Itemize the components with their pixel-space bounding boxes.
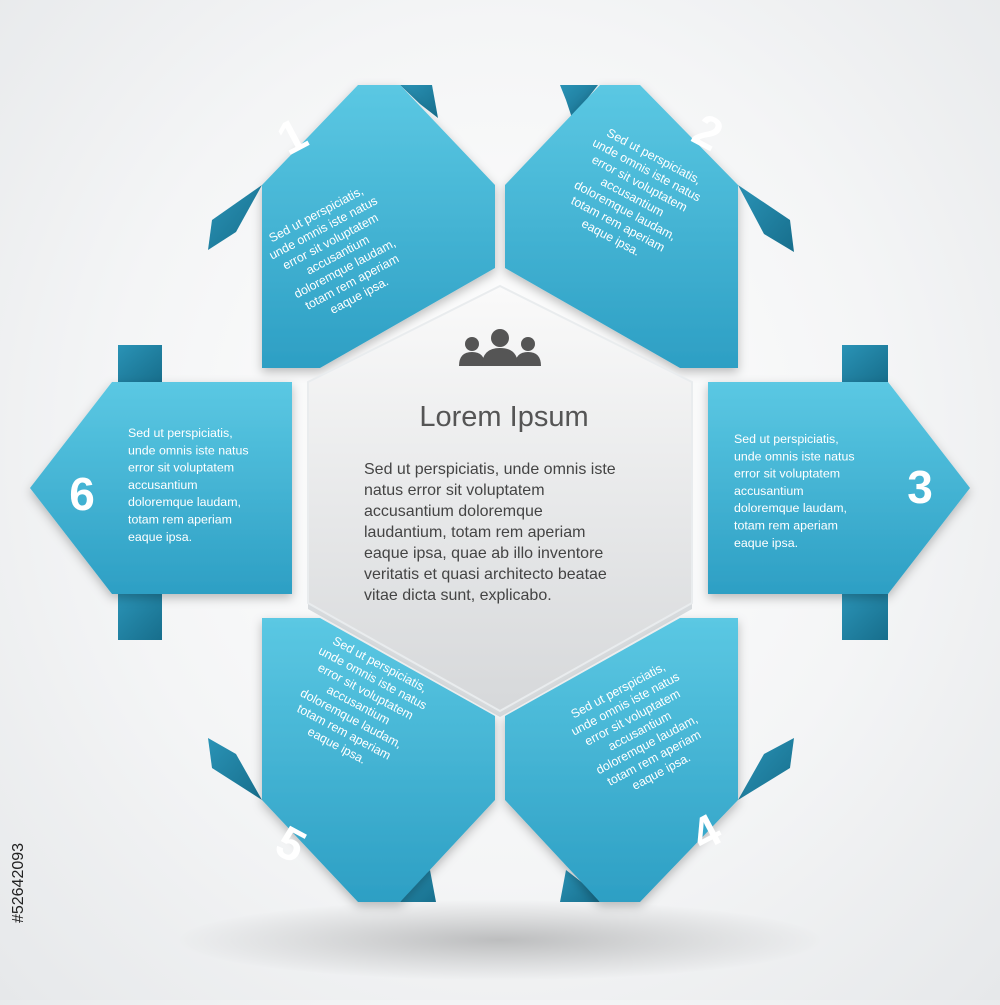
center-body-line: Sed ut perspiciatis, unde omnis iste: [364, 461, 616, 478]
tile-text-line: doloremque laudam,: [128, 495, 241, 509]
tile-fold-tab: [118, 594, 162, 640]
tile-text-line: error sit voluptatem: [128, 461, 234, 475]
center-title: Lorem Ipsum: [419, 401, 588, 433]
tile-fold-tab: [738, 738, 794, 800]
tile-shape: [262, 618, 495, 902]
tile-text-line: accusantium: [128, 478, 198, 492]
tile-text-line: doloremque laudam,: [734, 501, 847, 515]
watermark: #52642093: [4, 768, 34, 998]
tile-fold-tab: [400, 870, 436, 902]
tile-fold-tab: [560, 85, 598, 118]
tile-fold-tab: [842, 345, 888, 382]
center-body-line: natus error sit voluptatem: [364, 482, 545, 499]
tile-fold-tab: [738, 185, 794, 252]
tile-fold-tab: [842, 594, 888, 640]
tile-fold-tab: [208, 738, 262, 800]
tile-shape: [505, 618, 738, 902]
tile-text-line: unde omnis iste natus: [128, 443, 249, 457]
tile-fold-tab: [118, 345, 162, 382]
tile-shape: [262, 85, 495, 368]
step-tile-1: Sed ut perspiciatis,unde omnis iste natu…: [208, 85, 495, 368]
center-hexagon-shape: [307, 284, 693, 713]
step-tile-2: Sed ut perspiciatis,unde omnis iste natu…: [505, 85, 794, 368]
tile-text-line: error sit voluptatem: [734, 467, 840, 481]
tile-number: 1: [268, 107, 315, 165]
people-group-icon: [459, 329, 541, 366]
tile-number: 2: [684, 103, 731, 161]
step-tile-3: Sed ut perspiciatis, unde omnis iste natu…: [708, 345, 970, 640]
watermark-text: #52642093: [10, 842, 27, 924]
ground-shadow: [180, 900, 820, 980]
tile-text-line: accusantium: [734, 484, 804, 498]
center-body: Sed ut perspiciatis, unde omnis iste natu…: [364, 461, 616, 604]
center-body-line: laudantium, totam rem aperiam: [364, 524, 585, 541]
tiles-layer: Sed ut perspiciatis, unde omnis iste natu…: [30, 85, 970, 902]
tile-text-line: Sed ut perspiciatis,: [128, 426, 233, 440]
tile-shape: [505, 85, 738, 368]
tile-text-line: totam rem aperiam: [128, 513, 232, 527]
tile-text: Sed ut perspiciatis,unde omnis iste natu…: [562, 656, 718, 806]
step-tile-5: Sed ut perspiciatis,unde omnis iste natu…: [208, 618, 495, 902]
tile-fold-tab: [560, 870, 600, 902]
tile-text-line: Sed ut perspiciatis,: [734, 432, 839, 446]
tile-number: 3: [907, 461, 933, 513]
tile-text: Sed ut perspiciatis, unde omnis iste natu…: [734, 432, 855, 550]
tile-text: Sed ut perspiciatis, unde omnis iste natu…: [128, 426, 249, 544]
center-body-line: accusantium doloremque: [364, 503, 543, 520]
tile-text-line: eaque ipsa.: [128, 530, 192, 544]
tile-fold-tab: [208, 185, 262, 250]
tile-shape: [708, 382, 970, 594]
tile-number: 6: [69, 468, 95, 520]
tile-text-line: eaque ipsa.: [734, 536, 798, 550]
center-body-line: eaque ipsa, quae ab illo inventore: [364, 545, 603, 562]
center-body-line: veritatis et quasi architecto beatae: [364, 566, 607, 583]
tile-text-line: totam rem aperiam: [734, 519, 838, 533]
tile-fold-tab: [400, 85, 438, 118]
step-tile-6: Sed ut perspiciatis, unde omnis iste natu…: [30, 345, 292, 640]
tile-shape: [30, 382, 292, 594]
center-hexagon: Lorem Ipsum Sed ut perspiciatis, unde om…: [307, 284, 693, 717]
center-body-line: vitae dicta sunt, explicabo.: [364, 587, 552, 604]
tile-text-line: unde omnis iste natus: [734, 449, 855, 463]
